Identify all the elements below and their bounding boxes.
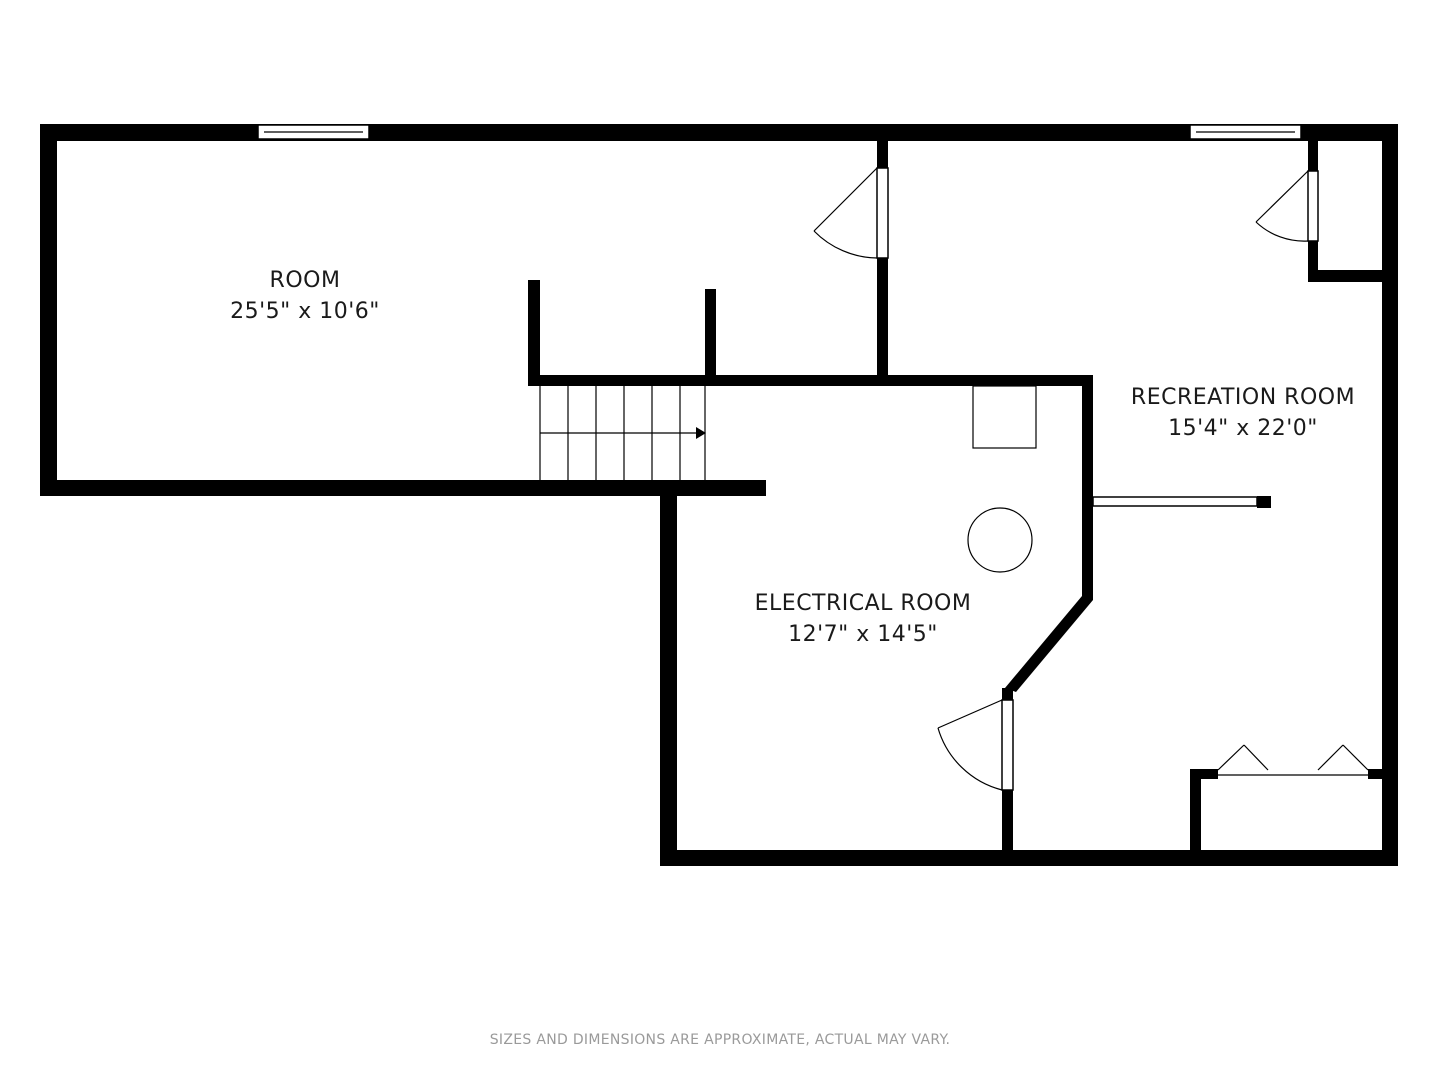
room-name-recreation-room: RECREATION ROOM (1131, 385, 1355, 410)
room-dimensions-recreation-room: 15'4" x 22'0" (1168, 416, 1318, 441)
window-recreation-room (1189, 124, 1302, 140)
exterior-walls (40, 124, 1398, 866)
room-dimensions-electrical-room: 12'7" x 14'5" (788, 622, 938, 647)
room-name-electrical-room: ELECTRICAL ROOM (755, 591, 972, 616)
disclaimer-text: SIZES AND DIMENSIONS ARE APPROXIMATE, AC… (489, 1032, 951, 1048)
utility-box (972, 385, 1037, 449)
window-room (257, 124, 370, 140)
windows (257, 124, 1302, 140)
door-closet (1255, 170, 1319, 242)
room-labels: ROOM 25'5" x 10'6" RECREATION ROOM 15'4"… (230, 268, 1355, 647)
doors (813, 167, 1369, 791)
room-name-room: ROOM (270, 268, 341, 293)
interior-walls (528, 141, 1388, 856)
fixtures (967, 385, 1037, 573)
bifold-doors (1217, 744, 1369, 776)
room-dimensions-room: 25'5" x 10'6" (230, 299, 380, 324)
water-heater (967, 507, 1033, 573)
stairs (539, 386, 706, 480)
door-electrical-room (937, 699, 1014, 791)
door-room (813, 167, 889, 259)
stair-direction-arrow-icon (696, 427, 706, 439)
